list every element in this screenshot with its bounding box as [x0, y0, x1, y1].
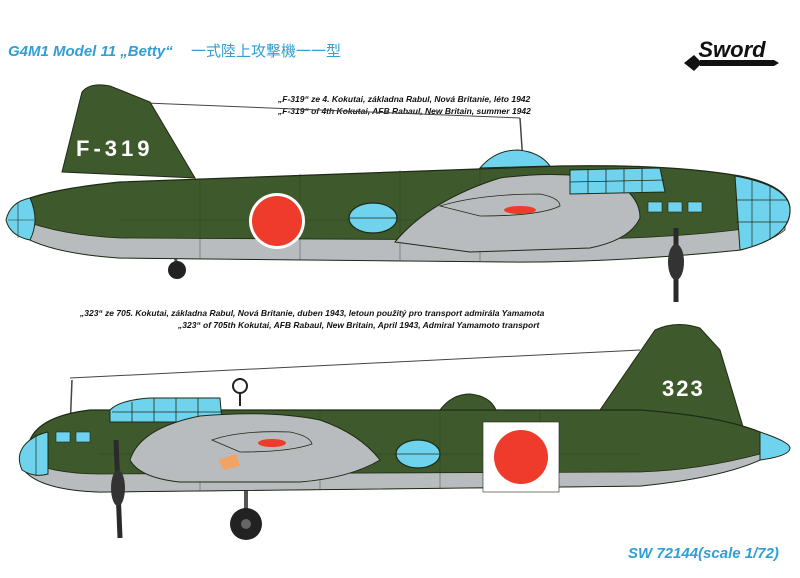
brand-text: Sword [698, 37, 766, 62]
dorsal-turret [478, 149, 551, 169]
japanese-title: 一式陸上攻撃機一一型 [190, 43, 341, 60]
hinomaru-fuselage [252, 196, 302, 246]
aircraft-2-profile: 323 [18, 324, 791, 540]
hinomaru-wing [504, 206, 536, 214]
tail-code: 323 [662, 376, 705, 401]
df-loop-antenna [232, 378, 248, 394]
hinomaru-fuselage [494, 430, 548, 484]
aircraft-2-caption-cz: „323“ ze 705. Kokutai, základna Rabul, N… [80, 308, 545, 318]
aircraft-2-caption-en: „323“ of 705th Kokutai, AFB Rabaul, New … [178, 320, 540, 330]
aircraft-1-profile: F-319 [5, 84, 791, 302]
nose-glazing [18, 431, 49, 476]
tail-gun-glazing [759, 431, 791, 461]
sword-logo: Sword [680, 33, 780, 93]
hinomaru-wing [258, 439, 286, 447]
tail-fin [61, 84, 196, 179]
tail-gun-glazing [5, 197, 36, 241]
aircraft-1-caption-en: „F-319“ of 4th Kokutai, AFB Rabaul, New … [278, 106, 531, 116]
page-title: G4M1 Model 11 „Betty“ 一式陸上攻撃機一一型 [8, 40, 341, 61]
tail-wheel [168, 261, 186, 279]
wing-leading-edge-marking [218, 454, 240, 470]
aircraft-1-caption-cz: „F-319“ ze 4. Kokutai, základna Rabul, N… [278, 94, 531, 104]
nose-glazing [734, 175, 791, 251]
tail-code: F-319 [76, 136, 153, 161]
product-code: SW 72144(scale 1/72) [628, 545, 779, 562]
cockpit-glazing [109, 397, 223, 423]
model-title: G4M1 Model 11 „Betty“ [8, 43, 173, 60]
